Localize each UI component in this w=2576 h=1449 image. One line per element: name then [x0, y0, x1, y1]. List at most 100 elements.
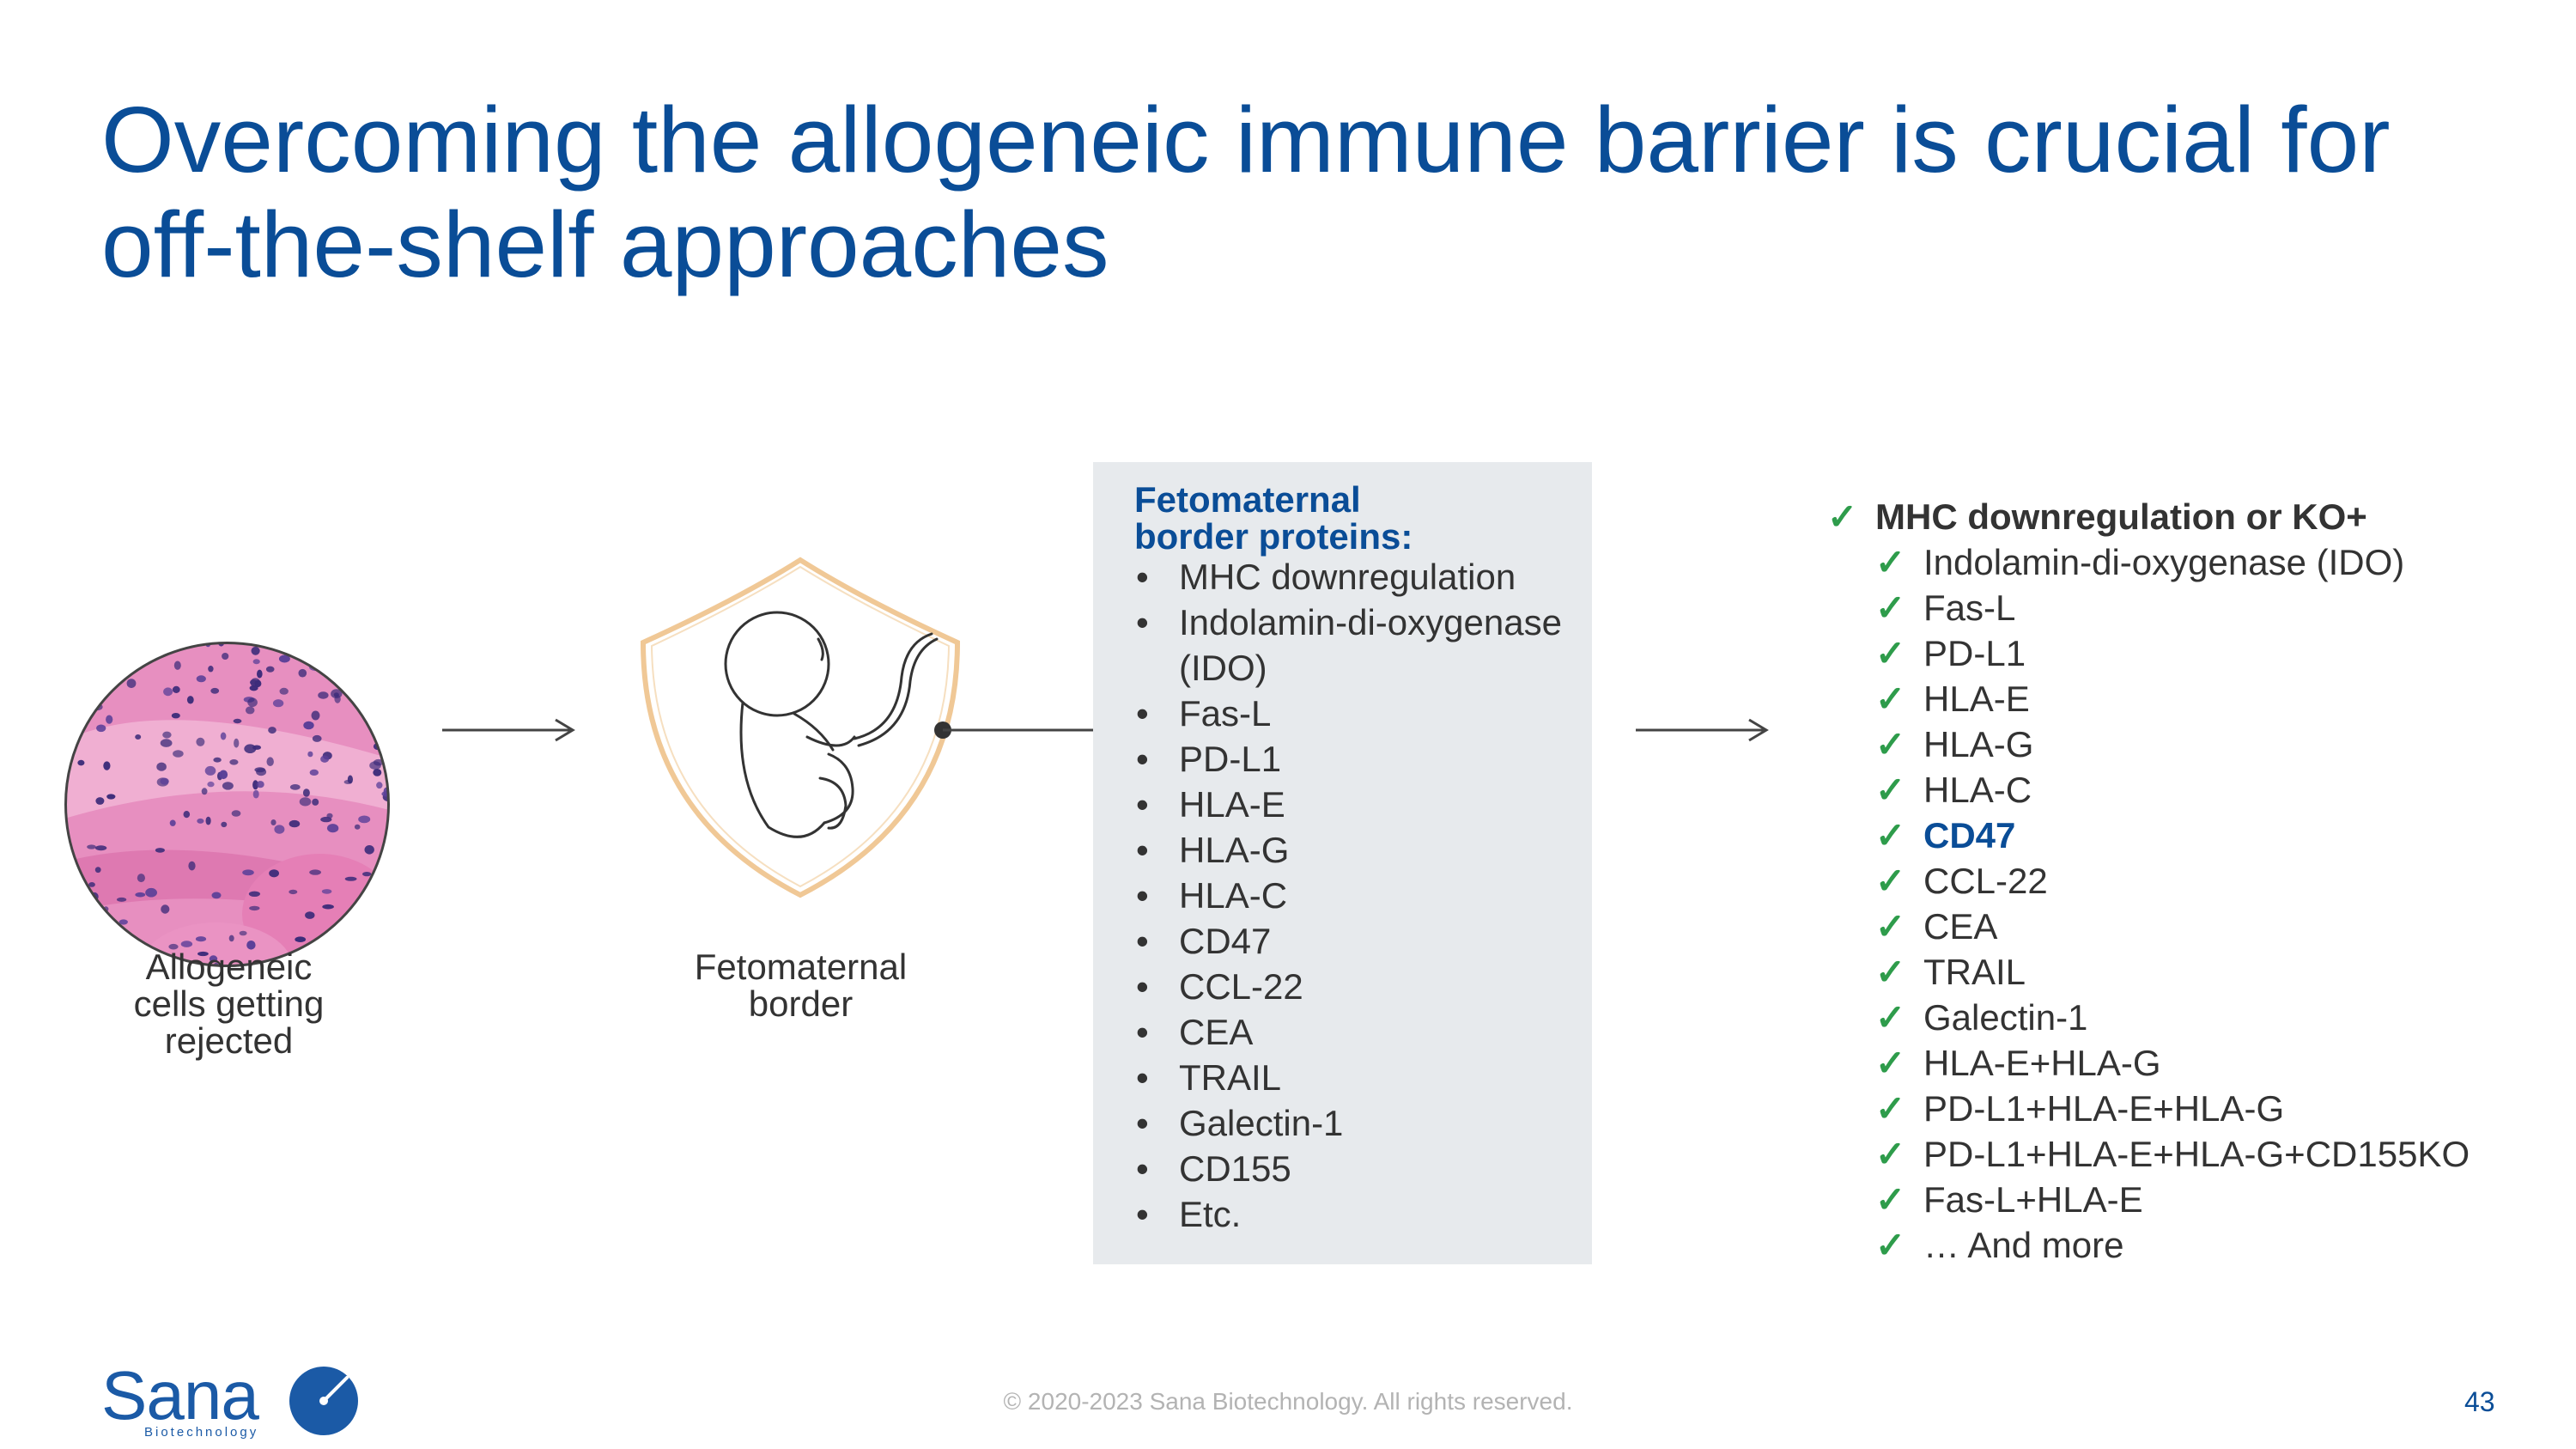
list-item-label: Indolamin-di-oxygenase (IDO)	[1179, 602, 1562, 688]
list-item: ✓ CCL-22	[1827, 858, 2470, 904]
list-item: • HLA-G	[1134, 827, 1564, 873]
list-item-label: Fas-L	[1179, 693, 1272, 734]
list-item: ✓HLA-E+HLA-G	[1827, 1040, 2470, 1086]
protein-list: • MHC downregulation • Indolamin-di-oxygena…	[1134, 554, 1564, 1237]
list-item-label: PD-L1	[1923, 633, 2026, 673]
histology-circle-image	[62, 639, 392, 970]
list-item-top: ✓ MHC downregulation or KO+	[1827, 494, 2470, 539]
list-item: • CD47	[1134, 918, 1564, 964]
checkmark-icon: ✓	[1875, 861, 1906, 901]
list-item-label: MHC downregulation	[1179, 557, 1516, 597]
list-item-label: PD-L1+HLA-E+HLA-G	[1923, 1088, 2285, 1129]
list-item: • Fas-L	[1134, 691, 1564, 736]
list-item-label: Galectin-1	[1923, 997, 2088, 1038]
fetus-shield-icon	[640, 557, 961, 898]
list-item-label: CEA	[1923, 906, 1998, 947]
list-item-label: Etc.	[1179, 1194, 1242, 1234]
connector-line	[934, 721, 1097, 739]
list-item-label: HLA-C	[1923, 770, 2032, 810]
list-item: •CCL-22	[1134, 964, 1564, 1009]
bullet-icon: •	[1136, 875, 1149, 916]
checkmark-icon: ✓	[1875, 633, 1906, 673]
bullet-icon: •	[1136, 557, 1149, 597]
list-item-label: HLA-C	[1179, 875, 1288, 916]
logo-subtitle: Biotechnology	[144, 1425, 259, 1440]
list-item-label: Fas-L+HLA-E	[1923, 1179, 2143, 1220]
list-item-label: Indolamin-di-oxygenase (IDO)	[1923, 542, 2405, 582]
bullet-icon: •	[1136, 1194, 1149, 1234]
list-item: • HLA-E	[1134, 782, 1564, 827]
list-item-label: HLA-E	[1179, 784, 1285, 825]
bullet-icon: •	[1136, 1057, 1149, 1098]
bullet-icon: •	[1136, 693, 1149, 734]
list-item: ✓ TRAIL	[1827, 949, 2470, 995]
checkmark-icon: ✓	[1875, 724, 1906, 764]
list-item-label: CCL-22	[1179, 966, 1303, 1007]
bullet-icon: •	[1136, 784, 1149, 825]
checkmark-icon: ✓	[1875, 952, 1906, 992]
list-item-label: Galectin-1	[1179, 1103, 1344, 1143]
checkmark-icon: ✓	[1875, 815, 1906, 855]
list-item-label: TRAIL	[1179, 1057, 1282, 1098]
list-item: • TRAIL	[1134, 1055, 1564, 1100]
fetomaternal-proteins-panel: Fetomaternal border proteins: • MHC downr…	[1093, 462, 1592, 1264]
list-item-label: … And more	[1923, 1225, 2124, 1265]
list-item: ✓ PD-L1+HLA-E+HLA-G	[1827, 1086, 2470, 1131]
logo-wordmark: Sana	[101, 1357, 259, 1434]
checkmark-icon: ✓	[1827, 496, 1858, 537]
list-item: ✓Fas-L+HLA-E	[1827, 1177, 2470, 1222]
list-item: ✓ … And more	[1827, 1222, 2470, 1268]
list-item-label: CD155	[1179, 1148, 1291, 1189]
stage1-caption: Allogeneic cells getting rejected	[133, 947, 325, 1061]
list-item-label: HLA-G	[1923, 724, 2034, 764]
list-item: ✓HLA-E	[1827, 676, 2470, 721]
arrow-right-icon	[1636, 718, 1769, 742]
list-item: •CEA	[1134, 1009, 1564, 1055]
bullet-icon: •	[1136, 739, 1149, 779]
list-item: • Galectin-1	[1134, 1100, 1564, 1146]
copyright-notice: © 2020-2023 Sana Biotechnology. All righ…	[1003, 1388, 1573, 1415]
checkmark-icon: ✓	[1875, 679, 1906, 719]
checkmark-icon: ✓	[1875, 1134, 1906, 1174]
panel-heading: Fetomaternal border proteins:	[1134, 481, 1461, 555]
bullet-icon: •	[1136, 1012, 1149, 1052]
bullet-icon: •	[1136, 602, 1149, 642]
list-item-label: TRAIL	[1923, 952, 2026, 992]
checkmark-icon: ✓	[1875, 542, 1906, 582]
list-item: ✓ HLA-G	[1827, 721, 2470, 767]
checkmark-icon: ✓	[1875, 588, 1906, 628]
list-item-label: CD47	[1179, 921, 1272, 961]
checkmark-icon: ✓	[1875, 1225, 1906, 1265]
sana-logo: Sana Biotechnology	[101, 1361, 376, 1443]
list-item-label: PD-L1	[1179, 739, 1282, 779]
list-item-label: Fas-L	[1923, 588, 2016, 628]
list-item: • Indolamin-di-oxygenase (IDO)	[1134, 600, 1564, 691]
list-item: ✓ PD-L1	[1827, 630, 2470, 676]
list-item: • CD155	[1134, 1146, 1564, 1191]
list-item: • PD-L1	[1134, 736, 1564, 782]
list-item: • Etc.	[1134, 1191, 1564, 1237]
arrow-right-icon	[442, 718, 575, 742]
list-item: • MHC downregulation	[1134, 554, 1564, 600]
bullet-icon: •	[1136, 1103, 1149, 1143]
bullet-icon: •	[1136, 830, 1149, 870]
list-item: ✓ Fas-L	[1827, 585, 2470, 630]
checkmark-icon: ✓	[1875, 770, 1906, 810]
engineering-approaches-list: ✓ MHC downregulation or KO+ ✓ Indolamin-d…	[1827, 494, 2470, 1268]
panel-heading-text: Fetomaternal border proteins:	[1134, 479, 1413, 557]
bullet-icon: •	[1136, 1148, 1149, 1189]
sana-logo-icon	[289, 1367, 358, 1435]
stage2-caption: Fetomaternal border	[694, 947, 908, 1024]
list-item-label: CCL-22	[1923, 861, 2048, 901]
checkmark-icon: ✓	[1875, 906, 1906, 947]
slide-title: Overcoming the allogeneic immune barrier…	[101, 88, 2391, 297]
checkmark-icon: ✓	[1875, 1088, 1906, 1129]
list-item-label: HLA-G	[1179, 830, 1290, 870]
bullet-icon: •	[1136, 921, 1149, 961]
list-item: • HLA-C	[1134, 873, 1564, 918]
list-item: ✓ CEA	[1827, 904, 2470, 949]
list-item: ✓ Indolamin-di-oxygenase (IDO)	[1827, 539, 2470, 585]
list-item-label: MHC downregulation or KO+	[1875, 496, 2367, 537]
checkmark-icon: ✓	[1875, 997, 1906, 1038]
list-item: ✓ Galectin-1	[1827, 995, 2470, 1040]
